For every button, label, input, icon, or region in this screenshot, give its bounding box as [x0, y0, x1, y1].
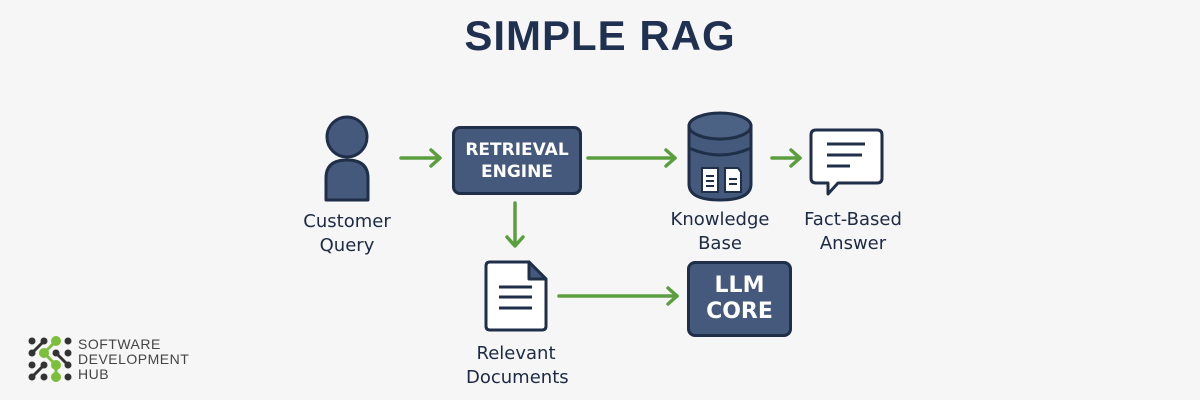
diagram-title: SIMPLE RAG: [464, 12, 736, 59]
fact-based-answer-label: Fact-Based Answer: [804, 209, 902, 254]
logo-line-1: SOFTWARE: [78, 336, 161, 352]
arrow-query-to-retrieval: [399, 148, 442, 168]
retrieval-engine-node: RETRIEVAL ENGINE: [452, 126, 582, 195]
relevant-documents-label: Relevant Documents: [466, 343, 569, 388]
arrow-retrieval-to-knowledge: [586, 148, 677, 168]
llm-core-line1: LLM: [714, 273, 765, 298]
llm-core-line2: CORE: [706, 299, 773, 324]
database-icon: [687, 111, 753, 202]
logo-line-2: DEVELOPMENT: [78, 351, 190, 367]
customer-query-label: Customer Query: [303, 211, 391, 256]
chat-bubble-icon: [809, 128, 884, 196]
knowledge-base-label: Knowledge Base: [670, 209, 770, 254]
logo-line-3: HUB: [78, 366, 110, 382]
retrieval-engine-line1: RETRIEVAL: [465, 139, 569, 160]
llm-core-node: LLM CORE: [687, 261, 792, 337]
user-icon: [324, 115, 370, 202]
arrow-knowledge-to-answer: [770, 148, 802, 168]
arrow-retrieval-to-documents: [505, 201, 525, 248]
retrieval-engine-line2: ENGINE: [481, 161, 553, 182]
document-icon: [484, 260, 548, 332]
arrow-documents-to-llm: [557, 286, 679, 306]
logo-icon: [28, 336, 72, 382]
